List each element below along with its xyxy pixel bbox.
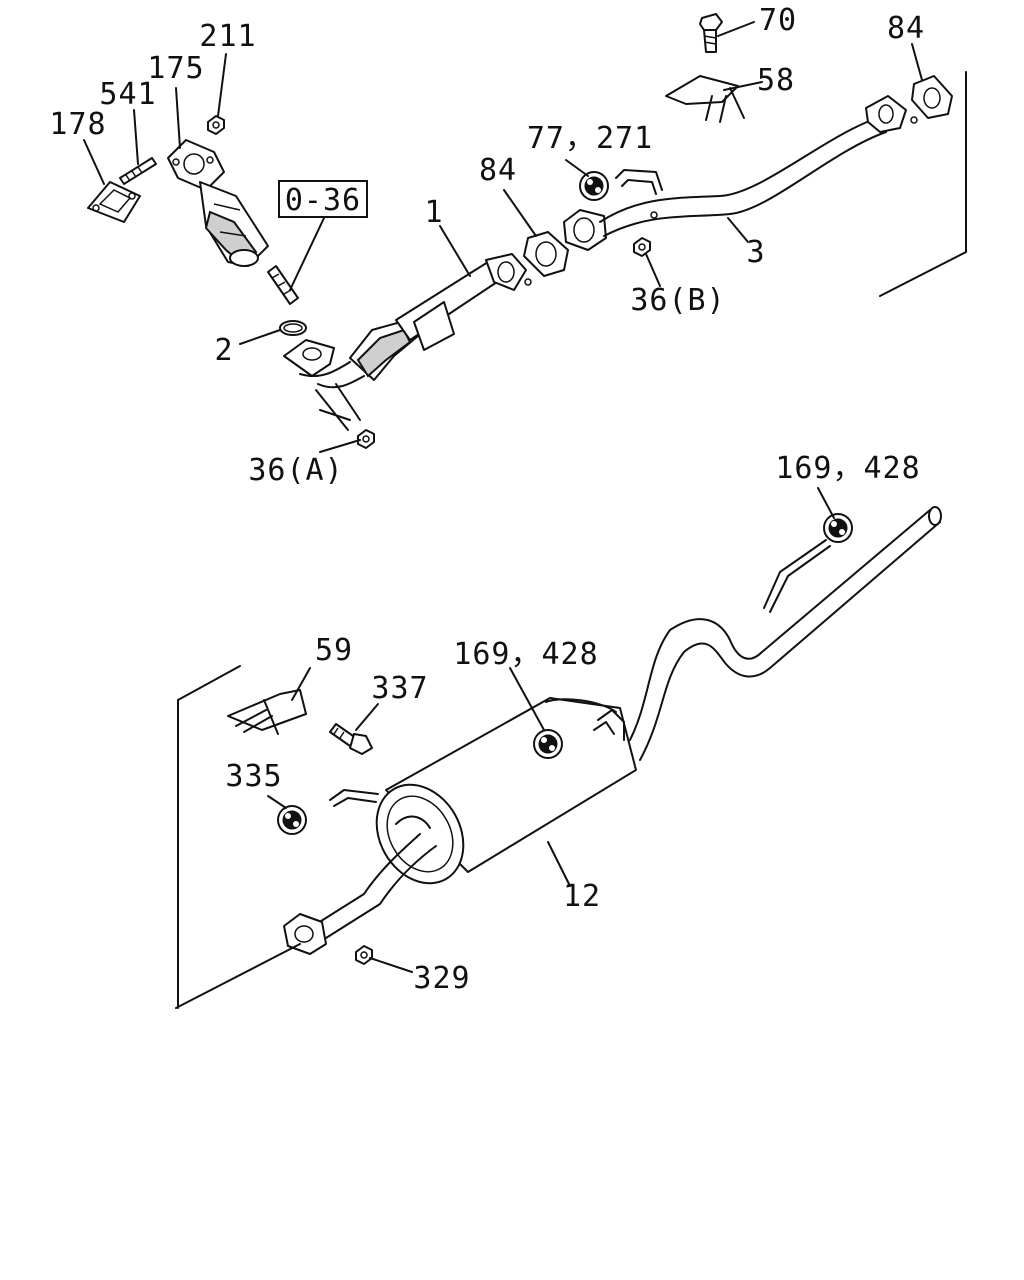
label-169-428-top: 169，428 [775,451,920,486]
label-329: 329 [413,961,470,996]
label-12: 12 [563,879,601,914]
label-58: 58 [757,63,795,98]
intermediate-pipe-3 [563,95,918,251]
hanger-rubber-169-428-mid [533,729,563,759]
label-36a: 36(A) [248,453,343,488]
hanger-rubber-169-428-top [823,513,853,543]
label-1: 1 [424,195,443,230]
gasket-84-mid [523,231,569,277]
nut-36a [357,429,375,449]
upper-boundary-line [879,71,967,297]
nut-36b [633,237,651,257]
bracket-58 [665,75,745,123]
nut-329 [355,945,373,965]
label-211: 211 [199,19,256,54]
label-77-271: 77，271 [527,121,653,156]
label-335: 335 [225,759,282,794]
label-3: 3 [746,235,765,270]
stud-541 [119,157,157,185]
hanger-rubber-335 [277,789,379,835]
bolt-337 [329,723,373,755]
stud-ref-0-36 [267,265,299,305]
nut-211 [207,115,225,135]
label-59: 59 [315,633,353,668]
label-337: 337 [371,671,428,706]
label-84-top: 84 [887,11,925,46]
lower-boundary-top [177,665,241,701]
ring-gasket-2 [279,320,307,336]
center-pipe [629,506,942,761]
label-175: 175 [147,51,204,86]
leader-lines [83,21,923,973]
gasket-178 [87,181,141,223]
label-169-428-mid: 169，428 [453,637,598,672]
bracket-59 [227,689,307,735]
gasket-84-top [911,75,953,119]
label-541: 541 [99,77,156,112]
label-36b: 36(B) [630,283,725,318]
hanger-rubber-77-271 [579,169,663,201]
tail-pipe [175,833,437,1009]
reference-box-0-36: 0-36 [278,180,368,218]
label-178: 178 [49,107,106,142]
label-84-mid: 84 [479,153,517,188]
label-2: 2 [214,333,233,368]
muffler-12 [375,697,637,885]
front-pipe-1 [283,253,532,431]
bolt-70 [699,13,723,53]
label-70: 70 [759,3,797,38]
manifold-flange-175 [167,139,269,267]
reference-box-label: 0-36 [285,183,361,218]
